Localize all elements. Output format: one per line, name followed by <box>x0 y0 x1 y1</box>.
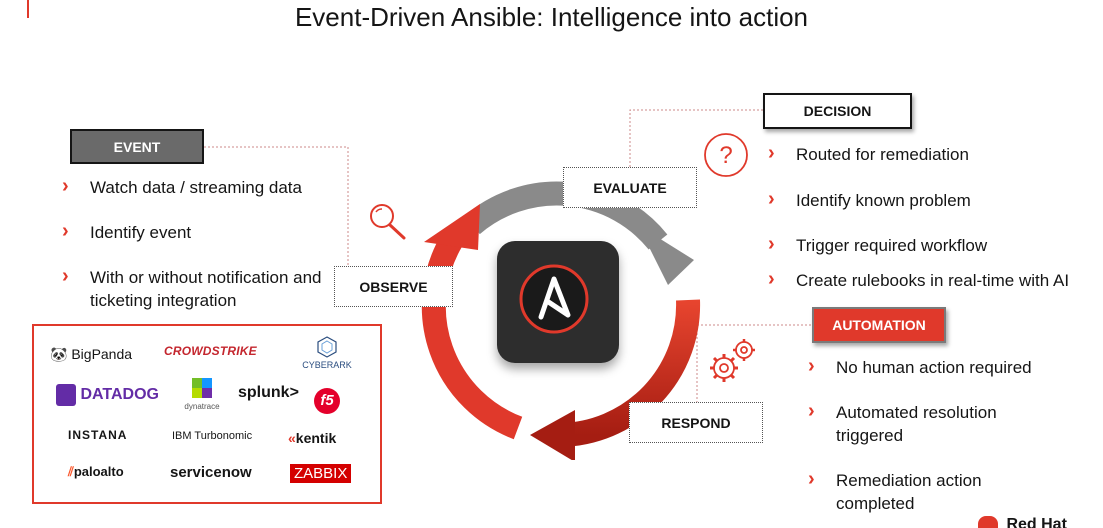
crowdstrike-logo: CROWDSTRIKE <box>164 344 257 358</box>
decision-item: Trigger required workflow <box>768 233 1103 257</box>
respond-arrowhead <box>530 410 575 460</box>
ansible-tile <box>497 241 619 363</box>
cyberark-logo: CYBERARK <box>302 336 352 370</box>
ansible-logo-icon <box>519 264 589 334</box>
evaluate-arrowhead <box>638 225 694 285</box>
decision-item: Identify known problem <box>768 188 1103 212</box>
splunk-logo: splunk> <box>238 384 299 401</box>
automation-item: No human action required <box>808 355 1068 379</box>
automation-label: AUTOMATION <box>812 307 946 343</box>
automation-list: No human action required Automated resol… <box>808 355 1068 515</box>
zabbix-logo: ZABBIX <box>290 464 352 483</box>
panda-icon: 🐼 <box>50 346 68 362</box>
ibm-turbonomic-logo: IBM Turbonomic <box>172 430 253 442</box>
kentik-logo: «kentik <box>288 430 337 446</box>
f5-logo: f5 <box>314 388 340 414</box>
corner-accent <box>27 0 29 18</box>
instana-logo: INSTANA <box>68 428 128 442</box>
dog-icon <box>56 384 76 406</box>
observe-arrowhead <box>424 204 480 250</box>
observe-label: OBSERVE <box>334 266 453 307</box>
red-hat-icon <box>978 516 998 528</box>
cyberark-icon <box>317 336 337 358</box>
event-item: With or without notification and ticketi… <box>62 265 342 312</box>
decision-label: DECISION <box>763 93 912 129</box>
paloalto-logo: ⫽paloalto <box>68 464 124 479</box>
question-icon: ? <box>704 133 748 177</box>
event-label: EVENT <box>70 129 204 164</box>
page-title: Event-Driven Ansible: Intelligence into … <box>294 2 809 32</box>
servicenow-logo: servicenow <box>170 464 252 481</box>
event-list: Watch data / streaming data Identify eve… <box>62 175 342 312</box>
automation-item: Remediation action completed <box>808 468 1036 515</box>
event-item: Identify event <box>62 220 342 244</box>
respond-arc <box>559 299 701 447</box>
partner-logos-panel: 🐼 BigPanda CROWDSTRIKE CYBERARK DATADOG … <box>32 324 382 504</box>
evaluate-label: EVALUATE <box>563 167 697 208</box>
paloalto-icon: ⫽ <box>68 464 74 479</box>
dynatrace-logo: dynatrace <box>182 376 222 411</box>
decision-item: Routed for remediation <box>768 142 1103 166</box>
decision-list: Routed for remediation Identify known pr… <box>768 142 1103 292</box>
datadog-logo: DATADOG <box>56 384 159 406</box>
svg-text:?: ? <box>719 142 732 169</box>
magnifier-icon <box>370 204 406 240</box>
respond-label: RESPOND <box>629 402 763 443</box>
dynatrace-icon <box>192 378 212 398</box>
red-hat-logo: Red Hat <box>978 516 1067 528</box>
gears-icon <box>710 339 755 382</box>
automation-item: Automated resolution triggered <box>808 400 1036 447</box>
decision-item: Create rulebooks in real-time with AI <box>768 268 1103 292</box>
kentik-icon: « <box>288 430 296 446</box>
event-item: Watch data / streaming data <box>62 175 342 199</box>
bigpanda-logo: 🐼 BigPanda <box>50 346 133 362</box>
